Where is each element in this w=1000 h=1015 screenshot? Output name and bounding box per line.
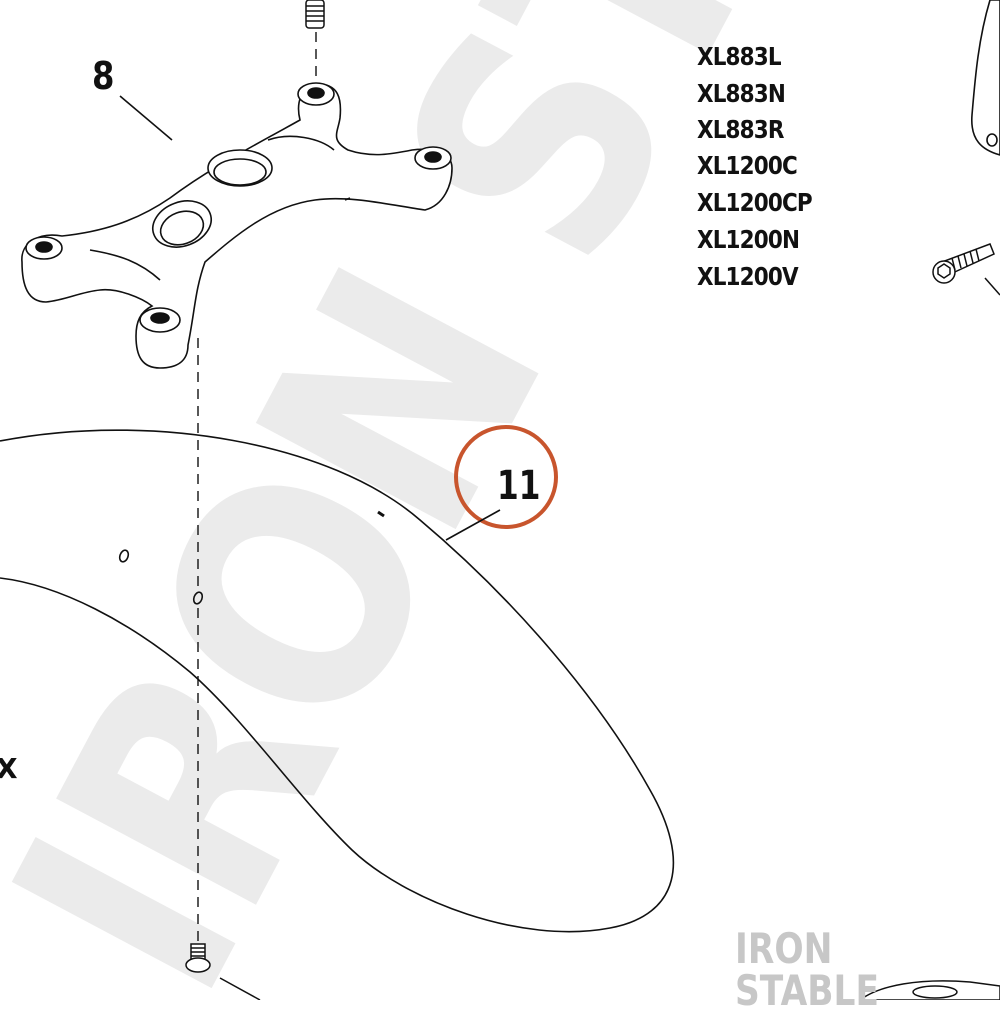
model-item: XL883L: [697, 42, 782, 71]
model-item: XL1200C: [697, 151, 798, 180]
callout-11-highlight-ring: [454, 425, 558, 529]
callout-8-leader: [119, 95, 173, 141]
bracket-icon: [971, 0, 1000, 156]
alignment-lines: [197, 32, 317, 945]
callout-11-leader: [445, 509, 501, 541]
callout-11-number: 11: [497, 463, 540, 509]
model-item: XL1200CP: [697, 188, 813, 217]
callout-11: 11: [445, 425, 558, 541]
top-clamp-icon: [21, 82, 453, 369]
edge-fragment-label: X: [0, 752, 18, 785]
fender-icon: [0, 429, 675, 933]
hub-fragment-icon: [857, 980, 1000, 1001]
callout-8-number: 8: [92, 55, 114, 99]
model-item: XL1200V: [697, 262, 799, 291]
brand-label: IRON STABLE: [735, 924, 879, 1015]
socket-screw-icon: [932, 243, 1000, 296]
watermark-text: IRON STA: [0, 0, 915, 1015]
stud-icon: [305, 0, 325, 29]
callout-8: 8: [92, 55, 173, 141]
model-item: XL883N: [697, 79, 786, 108]
model-item: XL1200N: [697, 225, 800, 254]
model-item: XL883R: [697, 115, 784, 144]
bolt-icon: [185, 943, 261, 1001]
